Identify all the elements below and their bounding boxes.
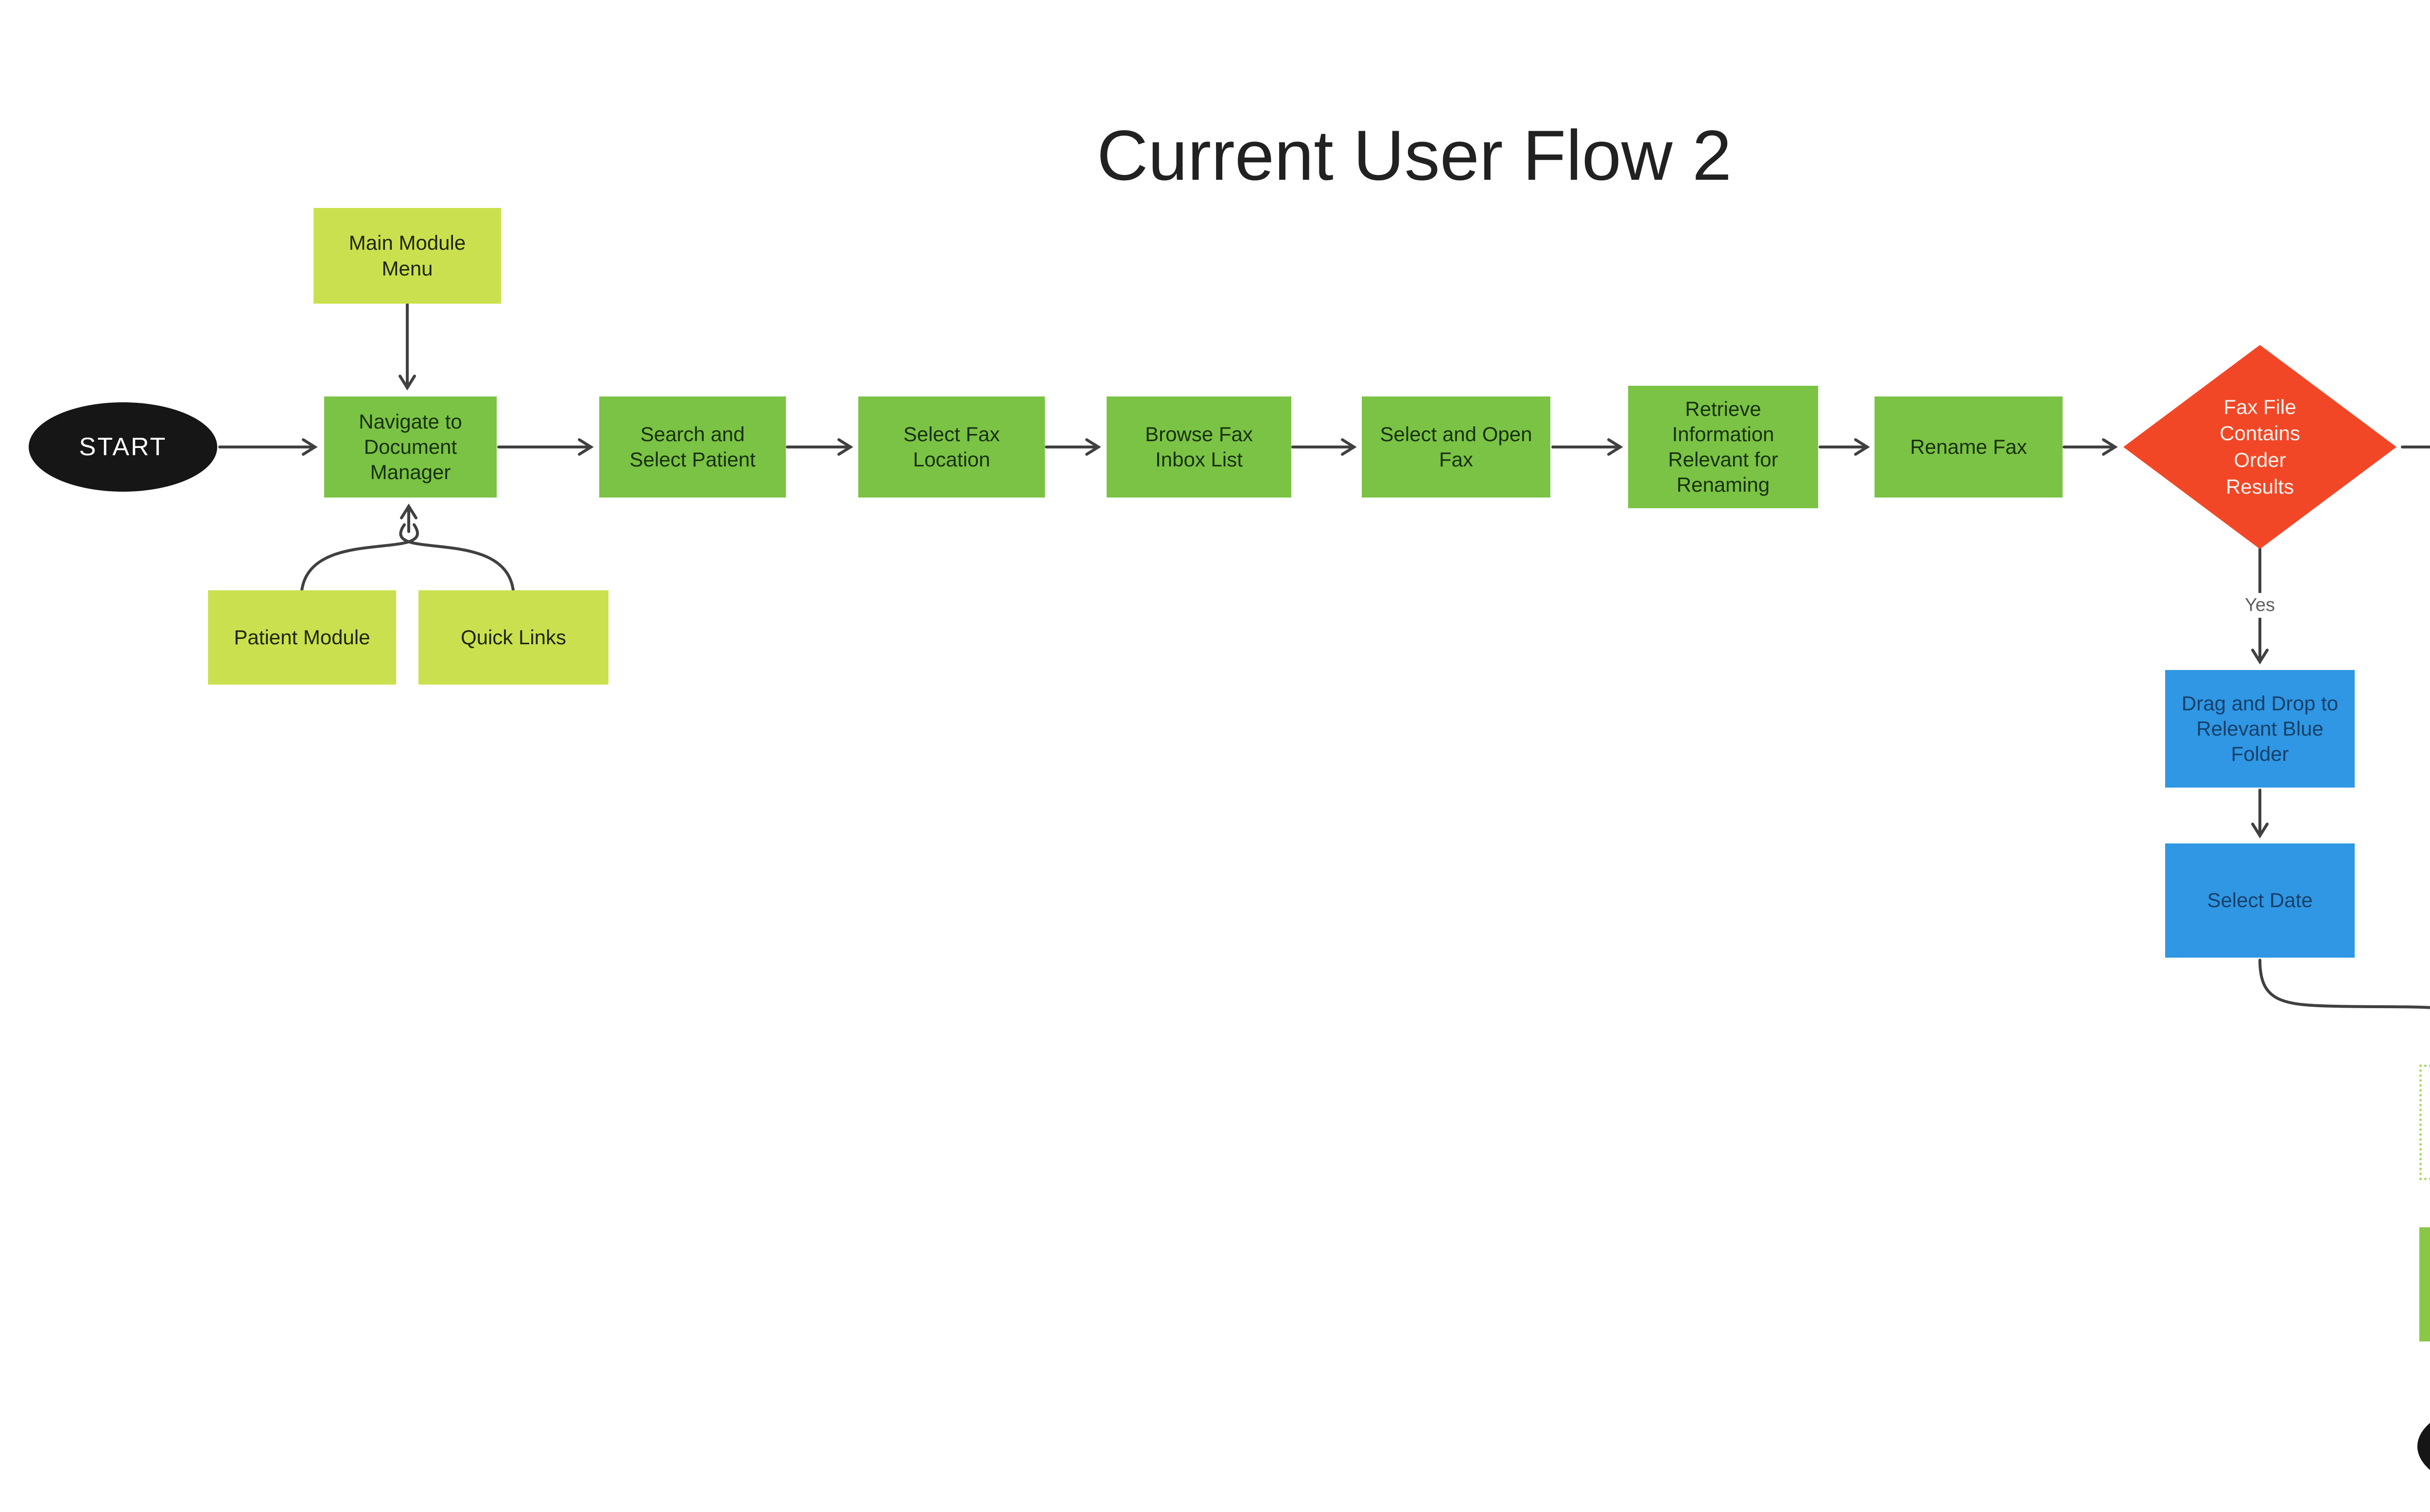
node-assign-to-user[interactable]: Assign to a User: [2419, 1065, 2430, 1180]
connector-patientmodule-to-navigate[interactable]: [300, 523, 419, 592]
node-search-select-patient[interactable]: Search and Select Patient: [599, 396, 786, 498]
node-drag-drop-blue-folder[interactable]: Drag and Drop to Relevant Blue Folder: [2165, 670, 2355, 788]
node-main-module-menu[interactable]: Main Module Menu: [313, 208, 501, 304]
node-rename-fax[interactable]: Rename Fax: [1875, 396, 2063, 498]
node-select-fax-location[interactable]: Select Fax Location: [858, 396, 1045, 498]
node-select-date-blue[interactable]: Select Date: [2165, 843, 2355, 958]
node-patient-module[interactable]: Patient Module: [208, 590, 396, 685]
connector-quicklinks-to-navigate[interactable]: [399, 523, 515, 592]
node-quick-links[interactable]: Quick Links: [418, 590, 608, 685]
edge-label-yes[interactable]: Yes: [2232, 593, 2288, 618]
page-title[interactable]: Current User Flow 2: [1096, 116, 1732, 195]
node-select-open-fax[interactable]: Select and Open Fax: [1362, 396, 1550, 498]
connector-bluedate-to-assign[interactable]: [2258, 959, 2430, 1044]
node-save[interactable]: Save: [2419, 1227, 2430, 1341]
node-retrieve-info[interactable]: Retrieve Information Relevant for Renami…: [1628, 386, 1818, 508]
start-terminator[interactable]: START: [29, 402, 217, 492]
node-navigate-document-manager[interactable]: Navigate to Document Manager: [324, 396, 497, 498]
node-browse-fax-inbox[interactable]: Browse Fax Inbox List: [1107, 396, 1291, 498]
